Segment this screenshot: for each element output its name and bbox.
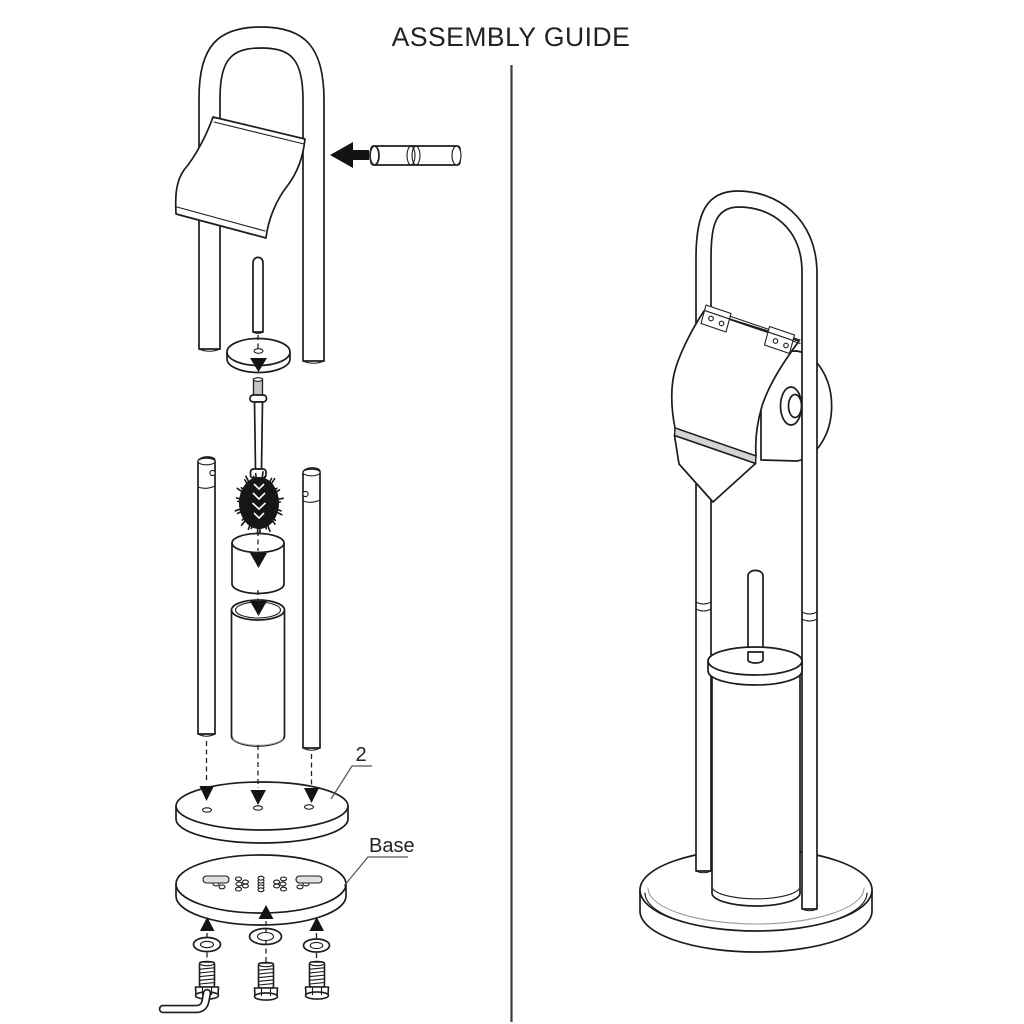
fastener-hardware: [192, 905, 331, 1001]
label-part2-group: 2: [330, 744, 372, 800]
assembled-frame: [695, 190, 818, 912]
insert-arrow-icon: [330, 142, 369, 168]
base-plate: [175, 854, 347, 926]
assembled-container-lid: [707, 646, 803, 686]
washer: [302, 938, 331, 953]
right-tube: [302, 467, 321, 751]
assembled-container: [711, 672, 801, 907]
lid-disc: [226, 335, 291, 374]
assembled-view: [639, 190, 873, 953]
left-tube: [197, 456, 216, 737]
label-base-group: Base: [343, 835, 415, 887]
brush-container: [230, 590, 286, 747]
assembled-brush-handle: [747, 569, 764, 661]
toilet-brush: [234, 470, 285, 536]
label-part2: 2: [355, 744, 366, 766]
frame-arch: [198, 26, 325, 364]
hinge: [700, 304, 732, 333]
handle-upper-rod: [252, 256, 264, 335]
page-title: ASSEMBLY GUIDE: [392, 22, 631, 52]
paper-cover: [174, 116, 306, 239]
hinge: [763, 325, 796, 355]
label-base: Base: [369, 835, 415, 857]
drop-arrows: [199, 741, 319, 805]
mounting-plate: [175, 781, 349, 844]
washer: [192, 936, 222, 953]
brush-handle: [249, 377, 268, 479]
assembled-cover: [670, 304, 801, 503]
allen-key: [158, 988, 212, 1014]
roll-knob: [779, 386, 803, 426]
brush-cup: [231, 531, 285, 595]
exploded-view: 2 Base: [158, 26, 462, 1014]
paper-sheet: [673, 434, 757, 503]
roll-spindle: [369, 145, 462, 166]
screws: [194, 960, 330, 1001]
